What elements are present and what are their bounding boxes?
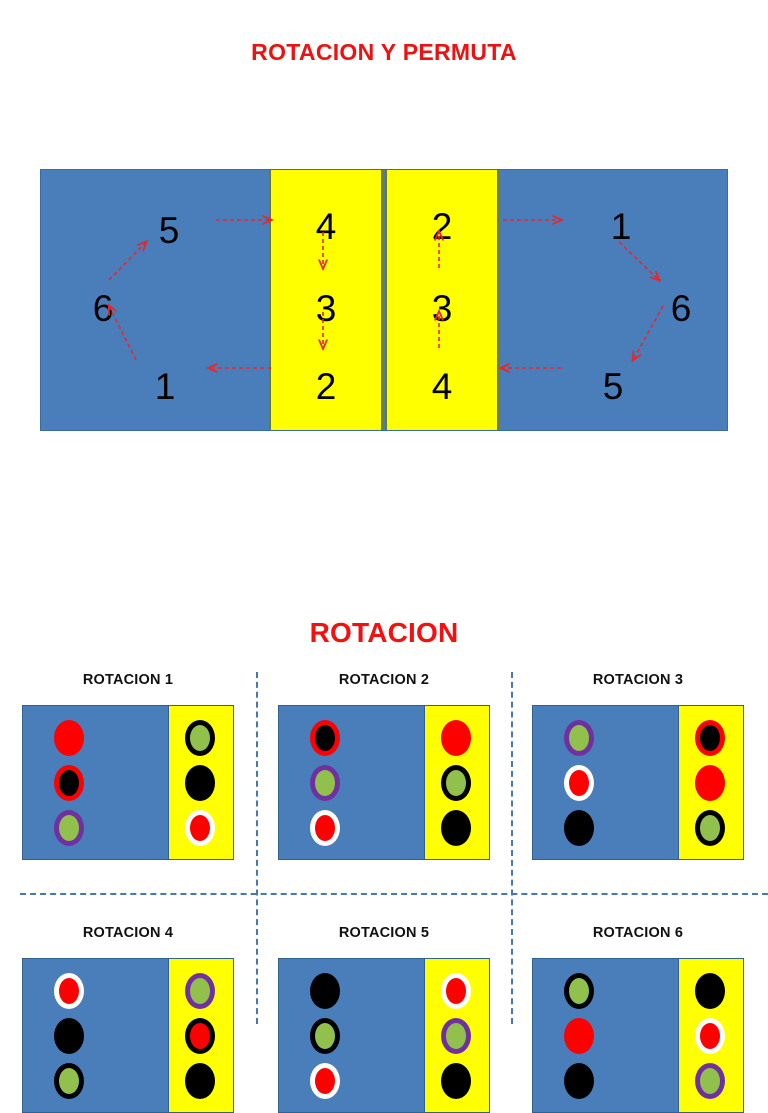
signal-lamp[interactable] [441, 1018, 471, 1054]
signal-lamp[interactable] [310, 973, 340, 1009]
signal-lamp[interactable] [185, 1063, 215, 1099]
signal-lamp[interactable] [54, 1063, 84, 1099]
permuta-yellow-panel-right [385, 170, 499, 430]
signal-lamp[interactable] [441, 1063, 471, 1099]
signal-panel-blue [279, 706, 424, 859]
signal-panel-blue [533, 706, 678, 859]
signal-lamp[interactable] [695, 1063, 725, 1099]
signal-lamp[interactable] [695, 765, 725, 801]
rotacion-label: ROTACION 1 [82, 672, 174, 688]
signal-lamp[interactable] [441, 720, 471, 756]
rotacion-cell[interactable]: ROTACION 2 [268, 672, 500, 860]
grid-divider-vertical-2 [511, 672, 513, 1024]
rotacion-label: ROTACION 2 [338, 672, 430, 688]
signal-lamp[interactable] [185, 720, 215, 756]
permuta-number-right-blue: 6 [670, 288, 692, 329]
signal-panel-blue [23, 706, 168, 859]
arrow-left-six-to-five [108, 242, 146, 281]
signal-lamp[interactable] [564, 973, 594, 1009]
signal-lamp[interactable] [185, 765, 215, 801]
signal-lamp[interactable] [185, 973, 215, 1009]
rotacion-cell[interactable]: ROTACION 1 [12, 672, 244, 860]
signal-lamp[interactable] [695, 973, 725, 1009]
signal-panel-yellow [168, 706, 233, 859]
grid-divider-vertical-1 [256, 672, 258, 1024]
signal-panel-blue [23, 959, 168, 1112]
signal-panel-blue [533, 959, 678, 1112]
rotacion-cell[interactable]: ROTACION 3 [522, 672, 754, 860]
signal-lamp[interactable] [310, 765, 340, 801]
signal-lamp[interactable] [564, 1063, 594, 1099]
signal-lamp[interactable] [564, 720, 594, 756]
signal-box [532, 705, 744, 860]
signal-lamp[interactable] [310, 810, 340, 846]
grid-divider-horizontal [20, 893, 768, 895]
signal-box [22, 958, 234, 1113]
page-title: ROTACION Y PERMUTA [251, 39, 517, 65]
permuta-number-left-blue: 1 [154, 366, 176, 407]
rotacion-label: ROTACION 5 [338, 925, 430, 941]
signal-lamp[interactable] [441, 973, 471, 1009]
signal-panel-blue [279, 959, 424, 1112]
signal-lamp[interactable] [441, 810, 471, 846]
permuta-number-right-blue: 1 [610, 206, 632, 247]
signal-panel-yellow [424, 959, 489, 1112]
signal-box [278, 958, 490, 1113]
signal-lamp[interactable] [54, 765, 84, 801]
rotacion-label: ROTACION 4 [82, 925, 174, 941]
signal-lamp[interactable] [310, 1018, 340, 1054]
signal-lamp[interactable] [441, 765, 471, 801]
signal-box [278, 705, 490, 860]
permuta-number-left-yellow: 2 [315, 366, 337, 407]
signal-lamp[interactable] [695, 1018, 725, 1054]
arrow-right-blue-one-to-six [618, 241, 659, 280]
signal-lamp[interactable] [564, 810, 594, 846]
signal-lamp[interactable] [54, 720, 84, 756]
permuta-number-right-yellow: 4 [431, 366, 453, 407]
signal-lamp[interactable] [564, 765, 594, 801]
signal-lamp[interactable] [54, 810, 84, 846]
arrow-right-blue-six-to-five [633, 305, 664, 360]
signal-panel-yellow [678, 706, 743, 859]
permuta-number-left-yellow: 3 [315, 288, 337, 329]
rotacion-grid: ROTACION 1 ROTACION 2 ROTACION 3 ROTACION 4… [0, 672, 768, 1113]
section-title: ROTACION [309, 617, 459, 648]
signal-lamp[interactable] [185, 1018, 215, 1054]
permuta-number-right-blue: 5 [602, 366, 624, 407]
rotacion-label: ROTACION 6 [592, 925, 684, 941]
rotacion-cell[interactable]: ROTACION 4 [12, 925, 244, 1113]
rotacion-label: ROTACION 3 [592, 672, 684, 688]
signal-lamp[interactable] [54, 973, 84, 1009]
permuta-number-left-yellow: 4 [315, 206, 337, 247]
permuta-number-left-blue: 6 [92, 288, 114, 329]
rotacion-cell[interactable]: ROTACION 6 [522, 925, 754, 1113]
signal-lamp[interactable] [695, 810, 725, 846]
signal-box [532, 958, 744, 1113]
permuta-number-right-yellow: 3 [431, 288, 453, 329]
signal-lamp[interactable] [54, 1018, 84, 1054]
signal-lamp[interactable] [695, 720, 725, 756]
permuta-yellow-panel-left [269, 170, 383, 430]
signal-panel-yellow [168, 959, 233, 1112]
signal-panel-yellow [678, 959, 743, 1112]
signal-box [22, 705, 234, 860]
signal-lamp[interactable] [185, 810, 215, 846]
signal-lamp[interactable] [310, 1063, 340, 1099]
signal-lamp[interactable] [564, 1018, 594, 1054]
permuta-number-left-blue: 5 [158, 210, 180, 251]
signal-lamp[interactable] [310, 720, 340, 756]
signal-panel-yellow [424, 706, 489, 859]
permuta-number-right-yellow: 2 [431, 206, 453, 247]
rotacion-cell[interactable]: ROTACION 5 [268, 925, 500, 1113]
